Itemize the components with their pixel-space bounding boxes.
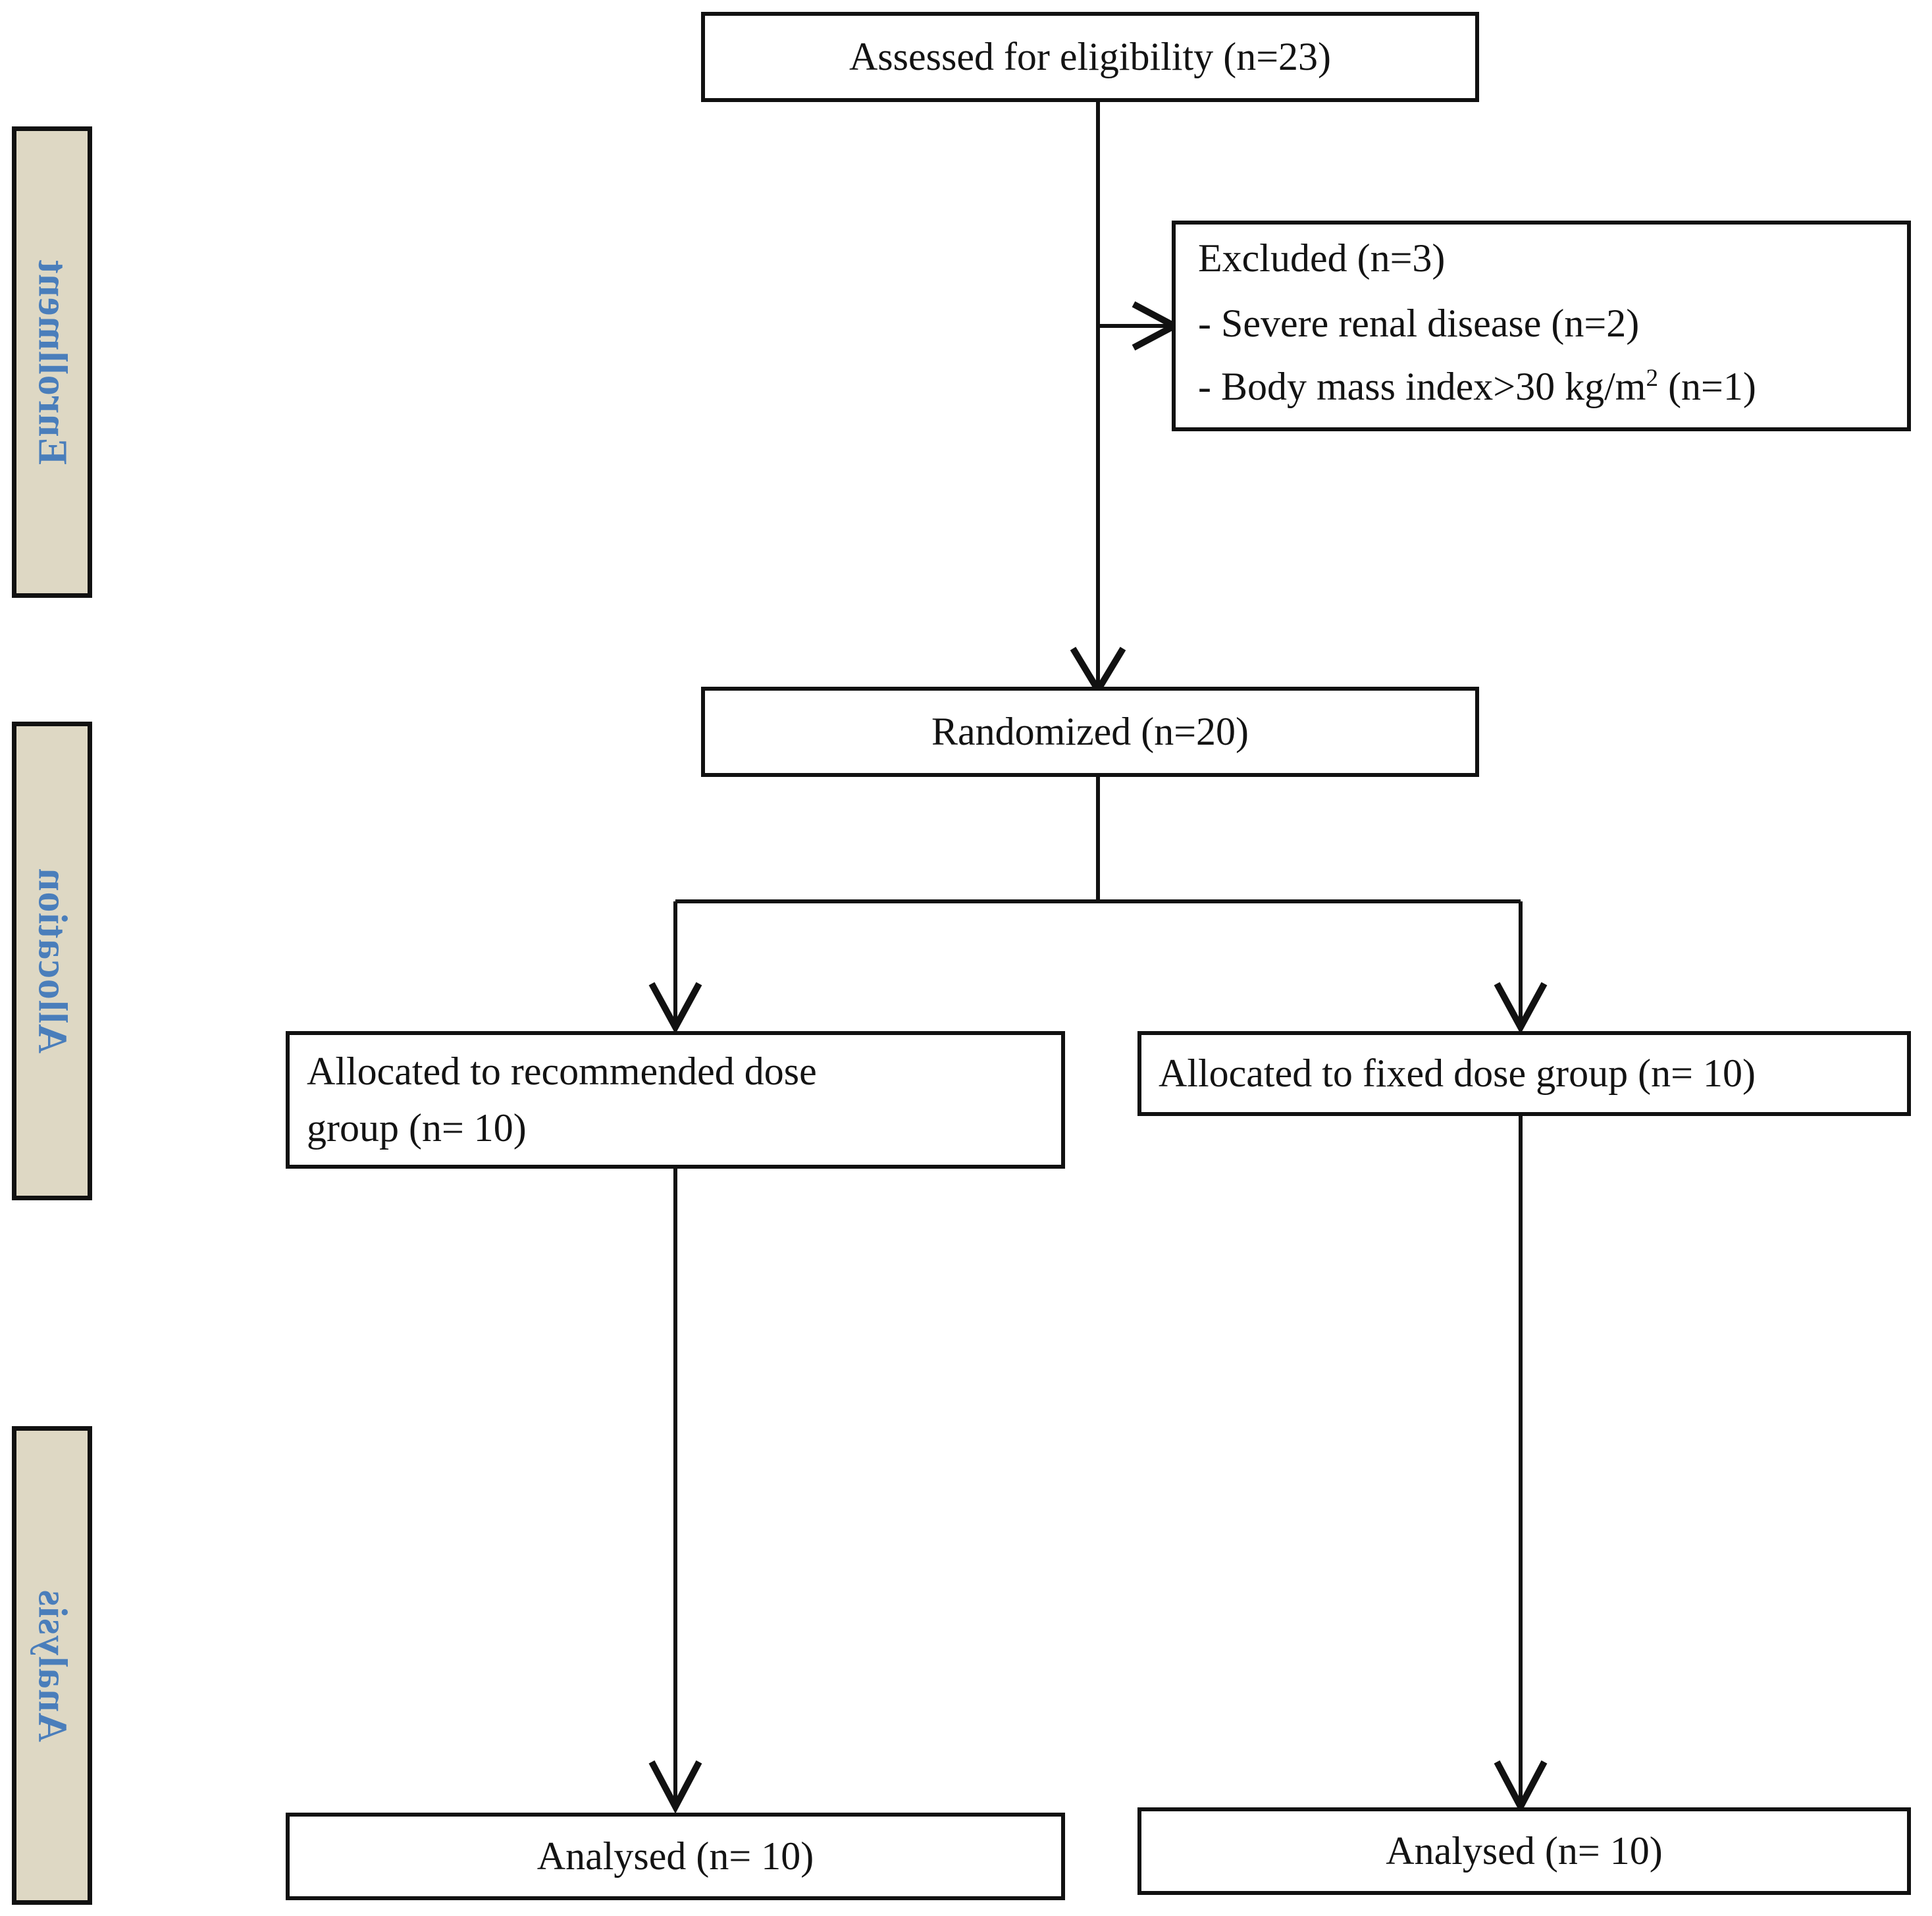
node-excluded: Excluded (n=3) - Severe renal disease (n… (1172, 221, 1911, 431)
excluded-reason-bmi: - Body mass index>30 kg/m2 (n=1) (1198, 359, 1885, 415)
node-assessed-for-eligibility: Assessed for eligibility (n=23) (701, 12, 1479, 102)
node-assessed-text: Assessed for eligibility (n=23) (849, 34, 1332, 78)
stage-label-enrollment: Enrollment (30, 259, 75, 465)
connector-randomized-split (648, 777, 1548, 1034)
excluded-reason-bmi-text: - Body mass index>30 kg/m (1198, 364, 1646, 408)
stage-label-analysis: Analysis (30, 1589, 75, 1742)
node-analysed-fixed: Analysed (n= 10) (1137, 1807, 1911, 1895)
stage-band-analysis: Analysis (12, 1426, 92, 1905)
connector-assessed-to-randomized (1070, 102, 1126, 697)
node-randomized-text: Randomized (n=20) (931, 709, 1249, 753)
stage-band-enrollment: Enrollment (12, 126, 92, 598)
connector-assessed-to-excluded (1098, 301, 1182, 351)
analysed-left-text: Analysed (n= 10) (536, 1834, 814, 1878)
excluded-reason-bmi-count: (n=1) (1658, 364, 1756, 408)
connector-recommended-to-analysed (648, 1169, 702, 1814)
stage-band-allocation: Allocation (12, 722, 92, 1200)
connector-fixed-to-analysed (1494, 1116, 1548, 1814)
node-allocated-fixed-dose: Allocated to fixed dose group (n= 10) (1137, 1031, 1911, 1116)
excluded-reason-renal-disease: - Severe renal disease (n=2) (1198, 302, 1640, 346)
allocated-fixed-text: Allocated to fixed dose group (n= 10) (1159, 1051, 1756, 1095)
excluded-heading: Excluded (n=3) (1198, 236, 1446, 280)
node-allocated-recommended-dose: Allocated to recommended dose group (n= … (286, 1031, 1065, 1169)
excluded-reason-bmi-superscript: 2 (1646, 364, 1659, 392)
stage-label-allocation: Allocation (30, 868, 75, 1054)
allocated-recommended-line2: group (n= 10) (307, 1105, 527, 1150)
node-randomized: Randomized (n=20) (701, 687, 1479, 777)
node-analysed-recommended: Analysed (n= 10) (286, 1813, 1065, 1900)
allocated-recommended-line1: Allocated to recommended dose (307, 1050, 817, 1094)
analysed-right-text: Analysed (n= 10) (1386, 1828, 1663, 1873)
